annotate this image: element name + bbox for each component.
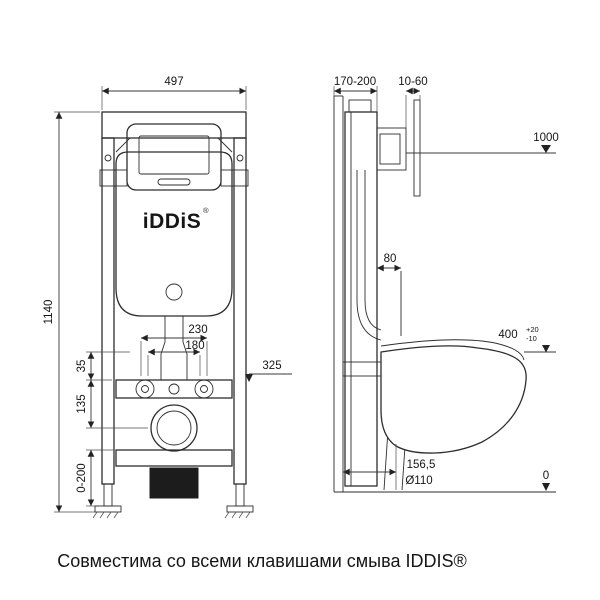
frame-profile	[344, 99, 378, 487]
flush-plate-outer	[126, 123, 222, 191]
dim-drain-offset: 135	[76, 380, 148, 429]
level-floor: 0	[334, 470, 556, 493]
frame-bolt-right-icon	[236, 154, 244, 162]
cistern-body	[115, 151, 233, 317]
dim-drain-diameter-label: Ø110	[405, 475, 432, 487]
dim-overall-width: 497	[101, 76, 247, 110]
dim-leg-adjust-label: 0-200	[76, 463, 88, 492]
level-top-label: 1000	[533, 132, 559, 144]
dim-bowl-height-tol-plus: +20	[526, 325, 539, 334]
dim-bowl-height: 400 +20 -10	[498, 325, 556, 353]
toilet-bowl	[380, 339, 527, 454]
dim-pipe-offset-label: 80	[384, 253, 397, 265]
flush-plate-housing	[99, 123, 249, 191]
dim-drain-distance: 156,5 Ø110	[343, 444, 435, 490]
dim-finish-thickness: 10-60	[398, 76, 428, 128]
finish-wall-plate	[413, 99, 421, 197]
registered-mark-icon: ®	[203, 206, 209, 215]
dim-overall-width-label: 497	[164, 76, 183, 88]
dim-drain-offset-label: 135	[76, 394, 88, 413]
dim-finish-thickness-label: 10-60	[398, 76, 427, 88]
lower-crossbar	[115, 449, 233, 499]
foot-left-plate	[94, 505, 122, 513]
drain-inner-circle	[156, 410, 192, 446]
dim-overall-height: 1140	[43, 111, 100, 513]
toilet-seat-line	[380, 339, 525, 361]
dim-bolt-spacing-inner-label: 180	[185, 340, 204, 352]
flush-access-box	[376, 99, 421, 197]
flush-funnel	[160, 316, 188, 380]
frame-right-rail	[233, 137, 247, 485]
dim-pipe-offset: 80	[377, 253, 401, 272]
flush-pipe	[356, 170, 402, 341]
dim-install-depth-label: 170-200	[334, 76, 376, 88]
dim-bolt-offset-label: 35	[76, 360, 88, 373]
dim-drain-height: 325	[245, 360, 292, 382]
dim-drain-distance-label: 156,5	[407, 459, 436, 471]
frame-top-bar	[101, 111, 247, 139]
flush-plate-window	[138, 135, 210, 175]
cistern-button-icon	[165, 283, 183, 301]
cistern: iDDiS ®	[115, 151, 233, 317]
dim-bolt-spacing-outer: 230	[140, 324, 208, 376]
bracket-right	[220, 169, 249, 187]
brand-logo: iDDiS	[143, 210, 202, 233]
dim-bolt-offset: 35	[76, 351, 130, 381]
frame-bolt-left-icon	[104, 154, 112, 162]
side-view: 170-200 10-60 1000 80	[333, 76, 559, 493]
dim-bowl-height-tol-minus: -10	[526, 334, 537, 343]
foot-left-rod	[103, 483, 113, 507]
foot-right-rod	[235, 483, 245, 507]
dim-bolt-spacing-inner: 180	[147, 340, 205, 376]
dim-leg-adjust: 0-200	[76, 449, 114, 507]
wall-section	[333, 95, 344, 492]
ground-hatch-right	[224, 511, 251, 519]
mounting-bolt-left-icon	[135, 379, 155, 399]
level-top: 1000	[406, 132, 559, 154]
dim-bolt-spacing-outer-label: 230	[188, 324, 207, 336]
foot-right-plate	[226, 505, 254, 513]
front-view: 497 1140 iDD	[43, 76, 292, 519]
adjustable-feet	[92, 483, 254, 519]
toilet-bowl-profile	[380, 345, 527, 454]
outlet-box	[149, 467, 199, 499]
mounting-bolt-right-icon	[194, 379, 214, 399]
level-floor-label: 0	[543, 470, 549, 482]
drain-outlet	[150, 404, 198, 452]
ground-hatch-left	[92, 511, 119, 519]
frame-left-rail	[101, 137, 115, 485]
top-fixing-bracket	[348, 99, 372, 113]
mounting-crossbar	[115, 379, 233, 399]
dim-bowl-height-label: 400	[498, 329, 517, 341]
dim-overall-height-label: 1140	[43, 300, 55, 325]
dim-drain-height-label: 325	[262, 360, 281, 372]
bracket-left	[99, 169, 128, 187]
compatibility-caption: Совместима со всеми клавишами смыва IDDI…	[57, 551, 467, 571]
drain-outer-circle	[150, 404, 198, 452]
flush-plate-slot	[157, 178, 191, 186]
dim-install-depth: 170-200	[333, 76, 378, 112]
center-hole-icon	[168, 383, 180, 395]
